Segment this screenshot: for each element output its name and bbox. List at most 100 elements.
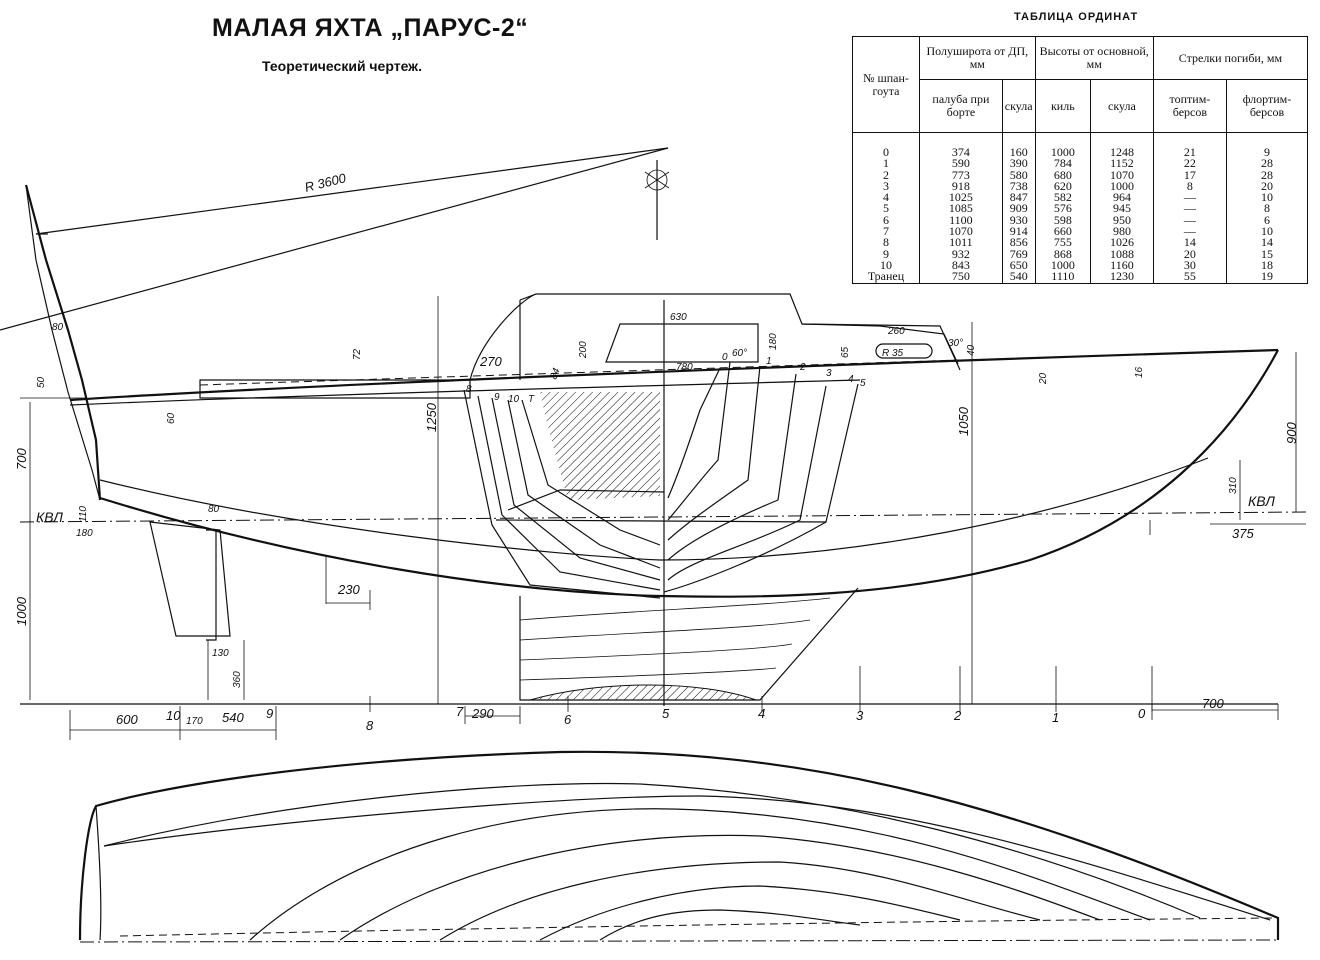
table-cell: 680 xyxy=(1034,168,1092,181)
table-cell: 21 xyxy=(1152,132,1227,159)
keel-fin xyxy=(519,587,859,701)
dim-16: 16 xyxy=(1134,366,1145,378)
table-cell: 2 xyxy=(852,168,920,181)
body-label-0: 0 xyxy=(722,352,728,363)
table-cell: 10 xyxy=(1225,225,1309,238)
table-cell: 932 xyxy=(919,248,1003,260)
table-cell: 6 xyxy=(852,214,920,227)
body-label-t: Т xyxy=(528,394,535,405)
table-cell: Транец xyxy=(852,270,920,284)
table-cell: 576 xyxy=(1034,202,1092,215)
table-cell: 1248 xyxy=(1090,132,1154,159)
table-cell: 18 xyxy=(1225,259,1309,272)
station-7: 7 xyxy=(456,704,464,719)
dim-1000: 1000 xyxy=(14,596,29,626)
dim-r35: R 35 xyxy=(882,348,904,359)
table-cell: 1110 xyxy=(1034,270,1092,284)
station-10: 10 xyxy=(166,708,181,723)
dim-600: 600 xyxy=(116,712,138,727)
table-cell: 918 xyxy=(919,180,1003,193)
dim-65: 65 xyxy=(840,346,851,358)
dim-170: 170 xyxy=(186,716,203,727)
kvl-left: КВЛ xyxy=(36,509,63,525)
table-cell: 598 xyxy=(1034,214,1092,227)
dim-60: 60 xyxy=(166,412,177,424)
table-cell: 8 xyxy=(852,236,920,249)
dim-130: 130 xyxy=(212,648,229,659)
dim-84: 84 xyxy=(548,366,562,381)
sub-topt-header: топтим-берсов xyxy=(1152,79,1227,133)
drawing-title: МАЛАЯ ЯХТА „ПАРУС-2“ xyxy=(212,14,529,42)
table-cell: 1011 xyxy=(919,236,1003,249)
table-cell: 374 xyxy=(919,132,1003,159)
table-cell: 20 xyxy=(1152,248,1227,260)
table-cell: — xyxy=(1152,225,1227,238)
dim-r3600: R 3600 xyxy=(303,170,348,195)
station-4: 4 xyxy=(758,706,765,721)
dim-310: 310 xyxy=(1228,477,1239,494)
table-cell: 22 xyxy=(1152,157,1227,170)
table-cell: 843 xyxy=(919,259,1003,272)
dim-630: 630 xyxy=(670,312,687,323)
body-label-8: 8 xyxy=(466,384,472,395)
body-label-9: 9 xyxy=(494,392,500,403)
table-cell: 6 xyxy=(1225,214,1309,227)
dim-50: 50 xyxy=(36,376,47,388)
table-cell: 582 xyxy=(1034,191,1092,204)
dim-20: 20 xyxy=(1038,372,1049,385)
table-cell: 15 xyxy=(1225,248,1309,260)
dim-110: 110 xyxy=(78,506,89,522)
dim-700-left: 700 xyxy=(14,448,29,470)
table-cell: 9 xyxy=(1225,132,1309,159)
table-cell: 0 xyxy=(852,132,920,159)
table-cell: 773 xyxy=(919,168,1003,181)
table-cell: 750 xyxy=(919,270,1003,284)
table-cell: 755 xyxy=(1034,236,1092,249)
sub-chine-header: скула xyxy=(1001,79,1036,133)
dim-290: 290 xyxy=(471,706,494,721)
table-cell: 1100 xyxy=(919,214,1003,227)
rudder xyxy=(149,521,231,641)
hull-profile xyxy=(69,293,1279,598)
col-height-header: Высоты от основной, мм xyxy=(1034,36,1154,80)
half-breadth-plan xyxy=(78,750,1280,943)
dim-40: 40 xyxy=(966,344,977,356)
station-0: 0 xyxy=(1138,706,1146,721)
table-cell: 4 xyxy=(852,191,920,204)
body-label-4: 4 xyxy=(848,374,854,385)
dim-375: 375 xyxy=(1232,526,1254,541)
station-5: 5 xyxy=(662,706,670,721)
table-cell: 1025 xyxy=(919,191,1003,204)
table-cell: 1 xyxy=(852,157,920,170)
table-cell: 28 xyxy=(1225,168,1309,181)
mast-and-sail xyxy=(0,147,670,501)
body-plan xyxy=(463,300,859,706)
station-6: 6 xyxy=(564,712,572,727)
dim-700-right: 700 xyxy=(1202,696,1224,711)
dim-60deg: 60° xyxy=(732,348,747,359)
dim-180b: 180 xyxy=(768,333,779,350)
dim-1250: 1250 xyxy=(424,402,439,432)
reference-lines xyxy=(19,296,1307,740)
table-cell: 590 xyxy=(919,157,1003,170)
station-8: 8 xyxy=(366,718,374,733)
table-cell: 868 xyxy=(1034,248,1092,260)
dimension-labels: R 3600 80 50 700 КВЛ 180 110 60 72 270 8… xyxy=(14,170,1299,727)
dim-270: 270 xyxy=(479,354,502,369)
dim-200: 200 xyxy=(578,341,589,359)
table-cell: 1070 xyxy=(919,225,1003,238)
table-cell: 3 xyxy=(852,180,920,193)
body-label-2: 2 xyxy=(799,362,806,373)
table-cell: 14 xyxy=(1152,236,1227,249)
dim-900: 900 xyxy=(1284,422,1299,444)
table-cell: 17 xyxy=(1152,168,1227,181)
table-cell: 28 xyxy=(1225,157,1309,170)
